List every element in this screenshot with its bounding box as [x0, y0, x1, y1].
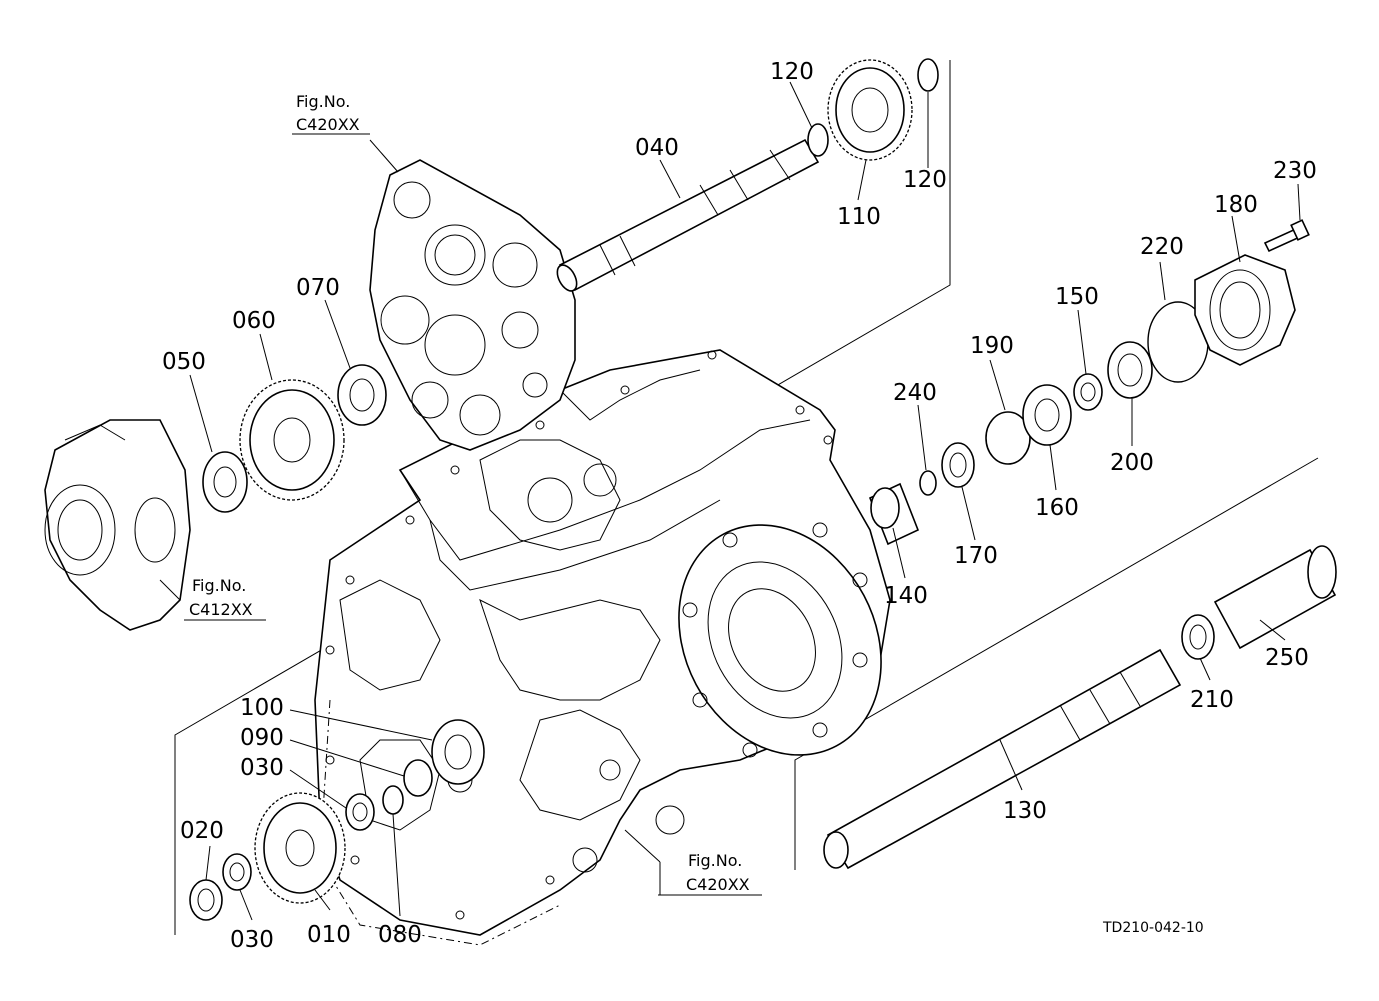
snap-ring-080 — [382, 785, 404, 815]
part-label: 060 — [232, 308, 276, 334]
fig-ref-bottom: Fig.No. C420XX — [686, 851, 750, 894]
fig-ref-top: Fig.No. C420XX — [296, 92, 360, 134]
part-label: 090 — [240, 725, 284, 751]
drawing-code: TD210-042-10 — [1102, 920, 1204, 936]
part-label: 170 — [954, 543, 998, 569]
shaft-040 — [556, 138, 820, 292]
rim-bolt-holes — [325, 350, 833, 920]
snap-ring-190 — [985, 411, 1031, 465]
fig-ref-bottom-line1: Fig.No. — [688, 851, 742, 870]
fig-ref-bottom-line2: C420XX — [686, 875, 750, 894]
part-label: 210 — [1190, 687, 1234, 713]
seal-200 — [1107, 341, 1153, 399]
part-label: 040 — [635, 135, 679, 161]
bolt-230 — [1263, 219, 1310, 253]
sleeve-250 — [1213, 545, 1337, 650]
fig-ref-top-line1: Fig.No. — [296, 92, 350, 111]
needle-bearing-030-upper — [345, 793, 375, 831]
part-label: 070 — [296, 275, 340, 301]
shaft-130 — [823, 648, 1182, 870]
part-label: 130 — [1003, 798, 1047, 824]
part-label: 140 — [884, 583, 928, 609]
lower-frame-line — [794, 457, 1319, 870]
snap-ring-240 — [919, 470, 937, 496]
fig-ref-left-line2: C412XX — [189, 600, 253, 619]
part-label: 020 — [180, 818, 224, 844]
bearing-160 — [1022, 384, 1072, 446]
fig-ref-top-line2: C420XX — [296, 115, 360, 134]
seal-210 — [1181, 614, 1215, 660]
part-label: 220 — [1140, 234, 1184, 260]
part-label: 030 — [240, 755, 284, 781]
fig-ref-left: Fig.No. C412XX — [189, 576, 253, 619]
washer-020 — [189, 879, 223, 921]
part-label: 240 — [893, 380, 937, 406]
fig-ref-left-line1: Fig.No. — [192, 576, 246, 595]
snap-ring-120-right — [917, 58, 939, 92]
leader-lines — [159, 81, 1301, 921]
part-label: 230 — [1273, 158, 1317, 184]
gear-010 — [254, 792, 346, 904]
upper-housing-plate — [369, 159, 576, 451]
part-label: 050 — [162, 349, 206, 375]
bearing-050 — [202, 451, 248, 513]
bearing-170 — [941, 442, 975, 488]
bushing-140 — [868, 482, 920, 546]
part-label: 100 — [240, 695, 284, 721]
gear-110 — [827, 59, 913, 161]
part-label: 030 — [230, 927, 274, 953]
part-label: 150 — [1055, 284, 1099, 310]
part-label: 200 — [1110, 450, 1154, 476]
bearing-100 — [431, 719, 485, 785]
part-label: 180 — [1214, 192, 1258, 218]
part-label: 190 — [970, 333, 1014, 359]
part-label: 120 — [903, 167, 947, 193]
transmission-case — [314, 349, 891, 946]
part-label: 160 — [1035, 495, 1079, 521]
ring-090 — [403, 759, 433, 797]
cover-180 — [1194, 254, 1296, 366]
part-labels: 120 120 040 110 230 180 220 070 060 050 … — [162, 59, 1317, 953]
gear-060 — [239, 379, 345, 501]
snap-ring-120-left — [807, 123, 829, 157]
part-label: 010 — [307, 922, 351, 948]
part-label: 110 — [837, 204, 881, 230]
part-label: 120 — [770, 59, 814, 85]
collar-150 — [1073, 373, 1103, 411]
side-housing — [44, 419, 191, 631]
bearing-070 — [337, 364, 387, 426]
needle-bearing-030-lower — [222, 853, 252, 891]
part-label: 080 — [378, 922, 422, 948]
part-label: 250 — [1265, 645, 1309, 671]
flange-bolt-holes — [682, 522, 868, 758]
